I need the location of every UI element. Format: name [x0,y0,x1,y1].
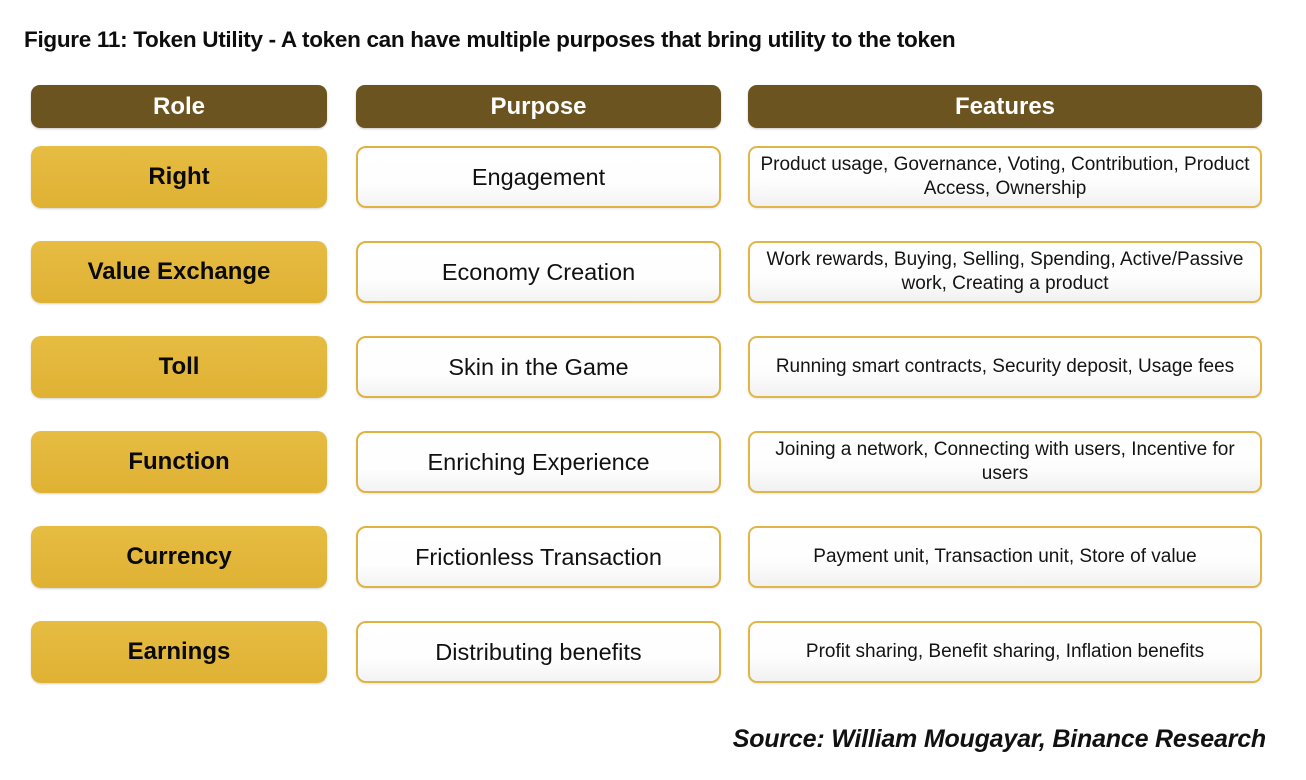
purpose-cell: Economy Creation [356,241,721,303]
purpose-cell: Frictionless Transaction [356,526,721,588]
features-cell: Payment unit, Transaction unit, Store of… [748,526,1262,588]
table-row: Function Enriching Experience Joining a … [31,431,1262,493]
purpose-cell: Distributing benefits [356,621,721,683]
table-row: Value Exchange Economy Creation Work rew… [31,241,1262,303]
column-header-features: Features [748,85,1262,128]
source-attribution: Source: William Mougayar, Binance Resear… [732,725,1266,753]
features-cell: Profit sharing, Benefit sharing, Inflati… [748,621,1262,683]
table-row: Currency Frictionless Transaction Paymen… [31,526,1262,588]
features-cell: Joining a network, Connecting with users… [748,431,1262,493]
column-header-purpose: Purpose [356,85,721,128]
role-cell: Right [31,146,327,208]
role-cell: Earnings [31,621,327,683]
features-cell: Work rewards, Buying, Selling, Spending,… [748,241,1262,303]
role-cell: Currency [31,526,327,588]
role-cell: Value Exchange [31,241,327,303]
features-cell: Product usage, Governance, Voting, Contr… [748,146,1262,208]
features-cell: Running smart contracts, Security deposi… [748,336,1262,398]
table-header-row: Role Purpose Features [31,85,1262,128]
table-row: Toll Skin in the Game Running smart cont… [31,336,1262,398]
purpose-cell: Engagement [356,146,721,208]
table-row: Earnings Distributing benefits Profit sh… [31,621,1262,683]
purpose-cell: Enriching Experience [356,431,721,493]
column-header-role: Role [31,85,327,128]
purpose-cell: Skin in the Game [356,336,721,398]
token-utility-table: Role Purpose Features Right Engagement P… [31,85,1262,683]
role-cell: Toll [31,336,327,398]
table-row: Right Engagement Product usage, Governan… [31,146,1262,208]
role-cell: Function [31,431,327,493]
page-title: Figure 11: Token Utility - A token can h… [24,27,956,52]
